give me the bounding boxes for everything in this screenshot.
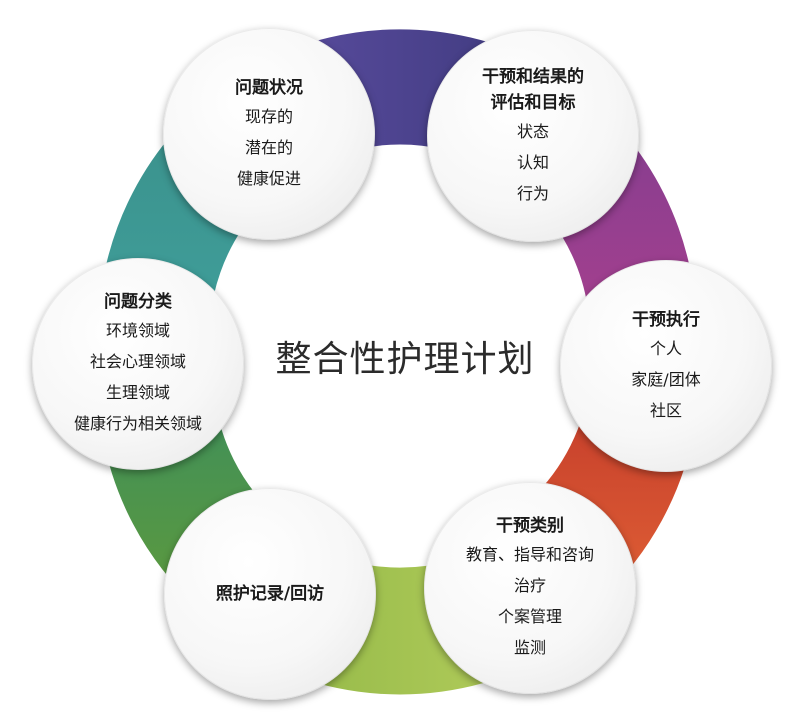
node-evaluation: 干预和结果的 评估和目标 状态 认知 行为 [427,30,639,242]
node-item: 认知 [516,152,549,172]
node-title: 照护记录/回访 [215,584,325,604]
node-care-records: 照护记录/回访 [164,488,376,700]
node-title: 干预执行 [632,309,700,330]
node-item: 个案管理 [497,607,562,626]
node-intervention-category: 干预类别 教育、指导和咨询 治疗 个案管理 监测 [424,482,636,694]
node-problem-status: 问题状况 现存的 潜在的 健康促进 [163,28,375,240]
node-title: 评估和目标 [490,92,576,113]
node-problem-classification: 问题分类 环境领域 社会心理领域 生理领域 健康行为相关领域 [32,258,244,470]
node-title: 问题分类 [104,292,172,312]
node-item: 现存的 [244,106,293,126]
node-item: 环境领域 [105,321,170,340]
node-item: 潜在的 [244,137,293,157]
node-item: 健康促进 [236,168,301,188]
node-item: 治疗 [513,576,546,595]
node-title: 干预类别 [496,516,564,536]
node-item: 行为 [516,183,549,203]
node-title: 问题状况 [235,77,303,98]
node-item: 社区 [649,400,682,420]
node-item: 社会心理领域 [89,352,186,371]
node-intervention-execution: 干预执行 个人 家庭/团体 社区 [560,260,772,472]
node-item: 状态 [516,121,549,141]
node-item: 生理领域 [105,383,170,402]
center-title: 整合性护理计划 [275,339,535,380]
node-item: 健康行为相关领域 [73,414,202,433]
node-item: 家庭/团体 [631,369,701,389]
node-title: 干预和结果的 [482,66,584,87]
node-item: 教育、指导和咨询 [465,545,594,564]
node-item: 监测 [513,638,546,657]
node-item: 个人 [649,338,682,358]
